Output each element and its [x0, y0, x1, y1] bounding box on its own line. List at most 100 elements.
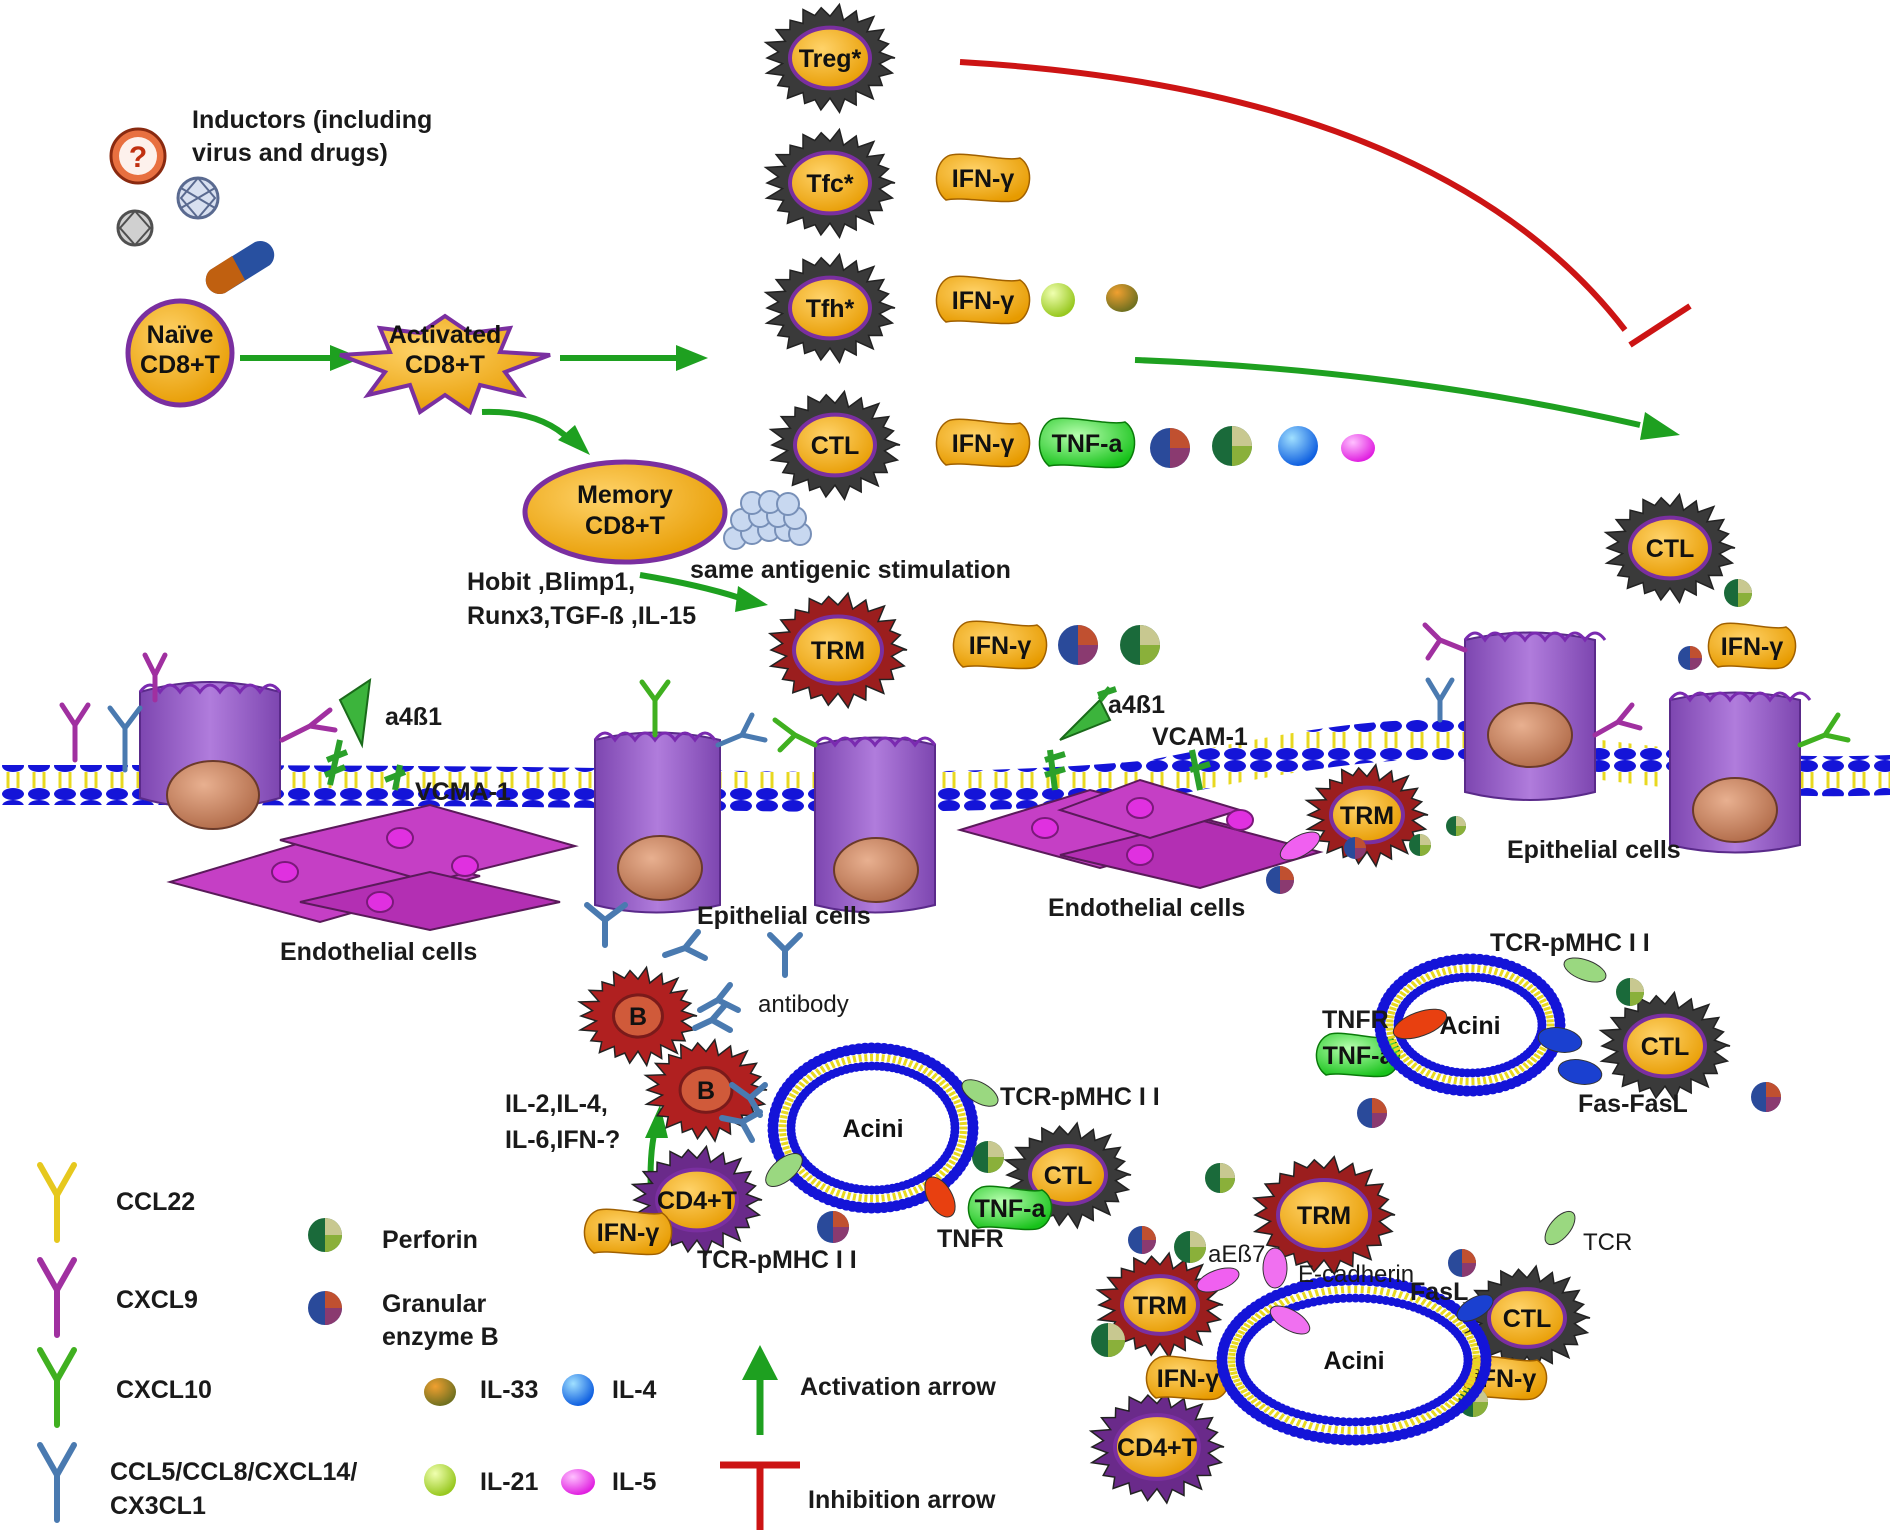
- tcr-pmhc-cd4: [765, 1153, 803, 1187]
- tcr-pmhc-label-3: TCR-pMHC I I: [1490, 929, 1650, 957]
- epithelial-cell-4: [1463, 631, 1607, 801]
- tcr-pmhc-label-2: TCR-pMHC I I: [697, 1246, 857, 1274]
- perforin-acini2: [1616, 978, 1644, 1006]
- ctl-cell-right: CTL: [1603, 492, 1736, 605]
- legend-il33-icon: [424, 1378, 456, 1406]
- membrane: [0, 719, 1890, 812]
- hobit-label: Hobit ,Blimp1,Runx3,TGF-ß ,IL-15: [467, 568, 696, 630]
- integrin-a4b1-right: [1044, 686, 1211, 791]
- legend-il4-icon: [562, 1374, 594, 1406]
- vcam1-label: VCAM-1: [1152, 723, 1248, 751]
- tnfr-label-2: TNFR: [1322, 1006, 1389, 1034]
- legend-inhibition-label: Inhibition arrow: [808, 1486, 996, 1514]
- question-icon: ?: [109, 127, 167, 185]
- a4b1-right-label: a4ß1: [1108, 691, 1165, 719]
- svg-text:Tfh*: Tfh*: [806, 295, 855, 323]
- ifn-gamma-right: IFN-γ: [1707, 622, 1797, 670]
- granzyme-mid2: [1344, 837, 1366, 859]
- perforin-acini1: [972, 1141, 1004, 1173]
- aeb7-label: aEß7: [1208, 1241, 1265, 1268]
- ifn-gamma-tfh: IFN-γ: [935, 275, 1031, 325]
- legend-perforin-label: Perforin: [382, 1226, 478, 1254]
- svg-text:Acini: Acini: [1323, 1347, 1384, 1375]
- virus-icon-1: [176, 176, 220, 220]
- fasl-label: FasL: [1410, 1278, 1468, 1306]
- svg-text:CD4+T: CD4+T: [657, 1187, 737, 1215]
- ae7-trm: [1196, 1267, 1240, 1293]
- vcma1-label: VCMA-1: [415, 778, 511, 806]
- svg-text:IFN-γ: IFN-γ: [1721, 633, 1784, 661]
- ctl-cell-acini3: CTL: [1462, 1264, 1591, 1373]
- legend-ccl22-label: CCL22: [116, 1188, 195, 1216]
- antibody-icons: [584, 902, 803, 1143]
- antibody-label: antibody: [758, 991, 849, 1018]
- svg-text:Acini: Acini: [842, 1115, 903, 1143]
- same-antigenic-label: same antigenic stimulation: [690, 556, 1011, 584]
- svg-text:IFN-γ: IFN-γ: [952, 430, 1015, 458]
- granzyme-acini2: [1751, 1082, 1781, 1112]
- virus-icon-2: [116, 209, 154, 247]
- granzyme-acini2b: [1357, 1098, 1387, 1128]
- epithelial-cell-2: [593, 731, 721, 914]
- legend-ccl5-label: CCL5/CCL8/CXCL14/CX3CL1: [110, 1458, 357, 1520]
- legend-cxcl9-label: CXCL9: [116, 1286, 198, 1314]
- endothelial-left-label: Endothelial cells: [280, 938, 477, 966]
- legend-ccl5-icon: [37, 1442, 77, 1523]
- chemokine-receptors: [59, 622, 1851, 773]
- svg-text:CTL: CTL: [811, 432, 860, 460]
- svg-text:CTL: CTL: [1044, 1162, 1093, 1190]
- legend-granzyme-icon: [308, 1291, 342, 1325]
- legend-cxcl10-icon: [37, 1347, 77, 1428]
- tnf-a-acini1: TNF-a: [967, 1185, 1053, 1231]
- svg-text:CTL: CTL: [1641, 1033, 1690, 1061]
- tnfr-acini1: [924, 1176, 956, 1218]
- il4-ctl: [1278, 426, 1318, 466]
- svg-text:Treg*: Treg*: [799, 45, 862, 73]
- legend-cxcl10-label: CXCL10: [116, 1376, 212, 1404]
- fasl-b: [1456, 1294, 1494, 1322]
- drug-capsule-icon: [205, 240, 275, 295]
- inhibition-arrow: [959, 59, 1692, 348]
- svg-text:IFN-γ: IFN-γ: [952, 165, 1015, 193]
- tnf-a-ctl: TNF-a: [1038, 417, 1136, 469]
- svg-text:?: ?: [129, 141, 147, 174]
- tcr-b: [1544, 1210, 1576, 1246]
- svg-text:B: B: [697, 1077, 715, 1105]
- svg-text:IFN-γ: IFN-γ: [952, 287, 1015, 315]
- epithelial-cell-1: [138, 681, 282, 830]
- endothelial-cells-right: [956, 778, 1324, 890]
- tfc-cell: Tfc*: [763, 127, 896, 240]
- epithelial-cell-3: [813, 736, 937, 914]
- cd4t-cell-2: CD4+T: [1088, 1390, 1225, 1505]
- svg-text:Acini: Acini: [1439, 1012, 1500, 1040]
- perforin-b2: [1174, 1231, 1206, 1263]
- svg-text:TRM: TRM: [1133, 1292, 1187, 1320]
- svg-text:CTL: CTL: [1646, 535, 1695, 563]
- legend-il21-icon: [424, 1464, 456, 1496]
- perforin-b3: [1091, 1323, 1125, 1357]
- epithelial-cell-5: [1668, 691, 1812, 854]
- svg-text:CD4+T: CD4+T: [1117, 1434, 1197, 1462]
- a4b1-left-label: a4ß1: [385, 703, 442, 731]
- tnfr-label-1: TNFR: [937, 1225, 1004, 1253]
- acini-bottom: Acini: [1216, 1274, 1492, 1446]
- il33-tfh: [1106, 284, 1138, 312]
- antigen-cluster: [723, 490, 812, 550]
- legend-activation-label: Activation arrow: [800, 1373, 996, 1401]
- ecad-2: [1269, 1305, 1311, 1335]
- endothelial-right-label: Endothelial cells: [1048, 894, 1245, 922]
- svg-text:TRM: TRM: [1297, 1202, 1351, 1230]
- perforin-ctl: [1212, 426, 1252, 466]
- svg-text:IFN-γ: IFN-γ: [969, 632, 1032, 660]
- ifn-gamma-trm: IFN-γ: [952, 620, 1048, 670]
- legend-il5-label: IL-5: [612, 1468, 657, 1496]
- legend-cxcl9-icon: [37, 1257, 77, 1338]
- legend-il21-label: IL-21: [480, 1468, 538, 1496]
- ifn-gamma-tfc: IFN-γ: [935, 153, 1031, 203]
